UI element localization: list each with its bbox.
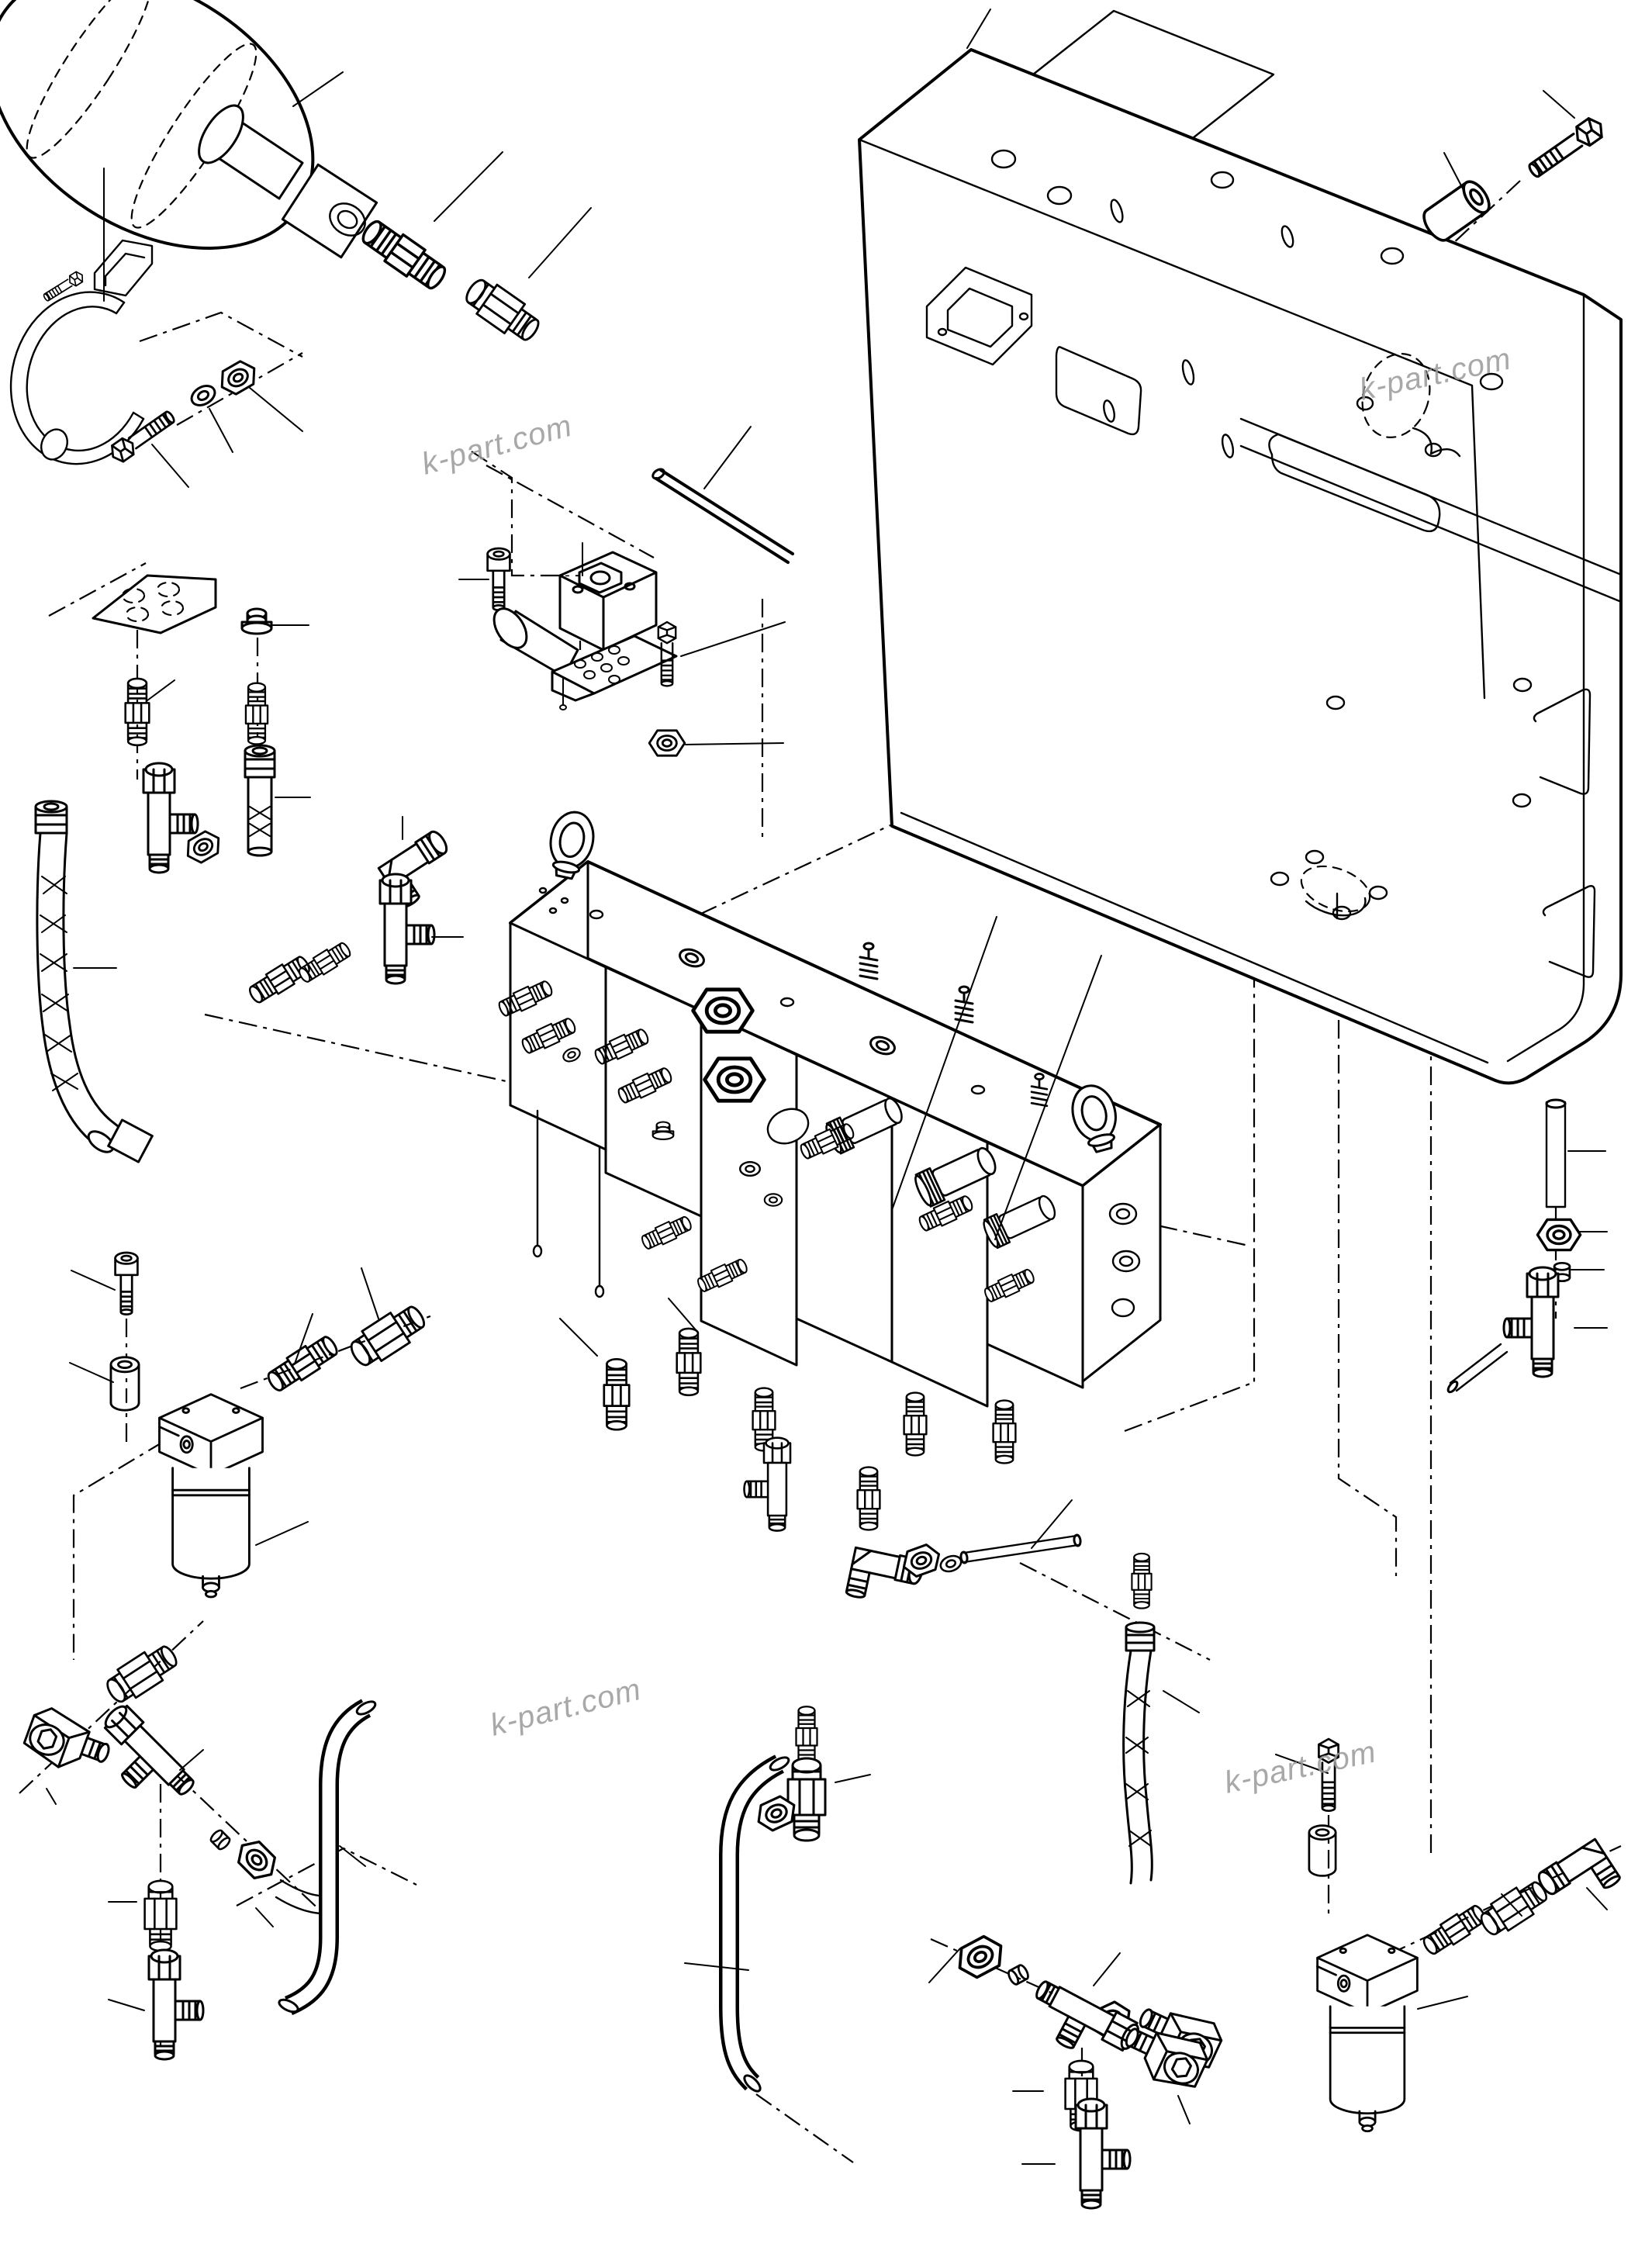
nipple-fitting <box>676 1327 702 1397</box>
watermark: k-part.com <box>1222 1734 1380 1799</box>
mounting-bracket <box>858 9 1623 1085</box>
swivel-nut <box>950 1930 1011 1984</box>
nipple-fitting <box>1131 1552 1153 1609</box>
hex-bolt <box>1524 113 1609 183</box>
spacer-sleeve <box>109 1356 140 1412</box>
blind-plug <box>766 1108 810 1145</box>
return-filter <box>1316 1934 1419 2133</box>
nipple-fitting <box>992 1399 1017 1464</box>
bracket-shelf-slot <box>1268 433 1441 533</box>
bracket-u-tab <box>925 266 1033 366</box>
spacer-sleeve <box>1308 1824 1337 1877</box>
tee-fitting <box>1074 2097 1132 2210</box>
compression-ferrule <box>208 1827 233 1852</box>
accumulator-assembly <box>0 0 378 259</box>
cap-nut <box>693 990 753 1032</box>
cap-nut <box>705 1059 765 1101</box>
plug-cap <box>240 607 273 635</box>
leader-lines <box>46 9 1608 2165</box>
bracket-square-hole <box>1055 346 1142 436</box>
watermark: k-part.com <box>487 1672 645 1743</box>
bracket-silhouette <box>858 48 1623 1085</box>
swivel-nut <box>230 1834 283 1886</box>
pilot-valve-block <box>492 551 678 710</box>
tee-fitting <box>743 1436 792 1532</box>
accumulator-shell <box>0 0 315 250</box>
hose-with-swivel <box>244 744 276 857</box>
clamp-saddle-bracket <box>93 239 154 297</box>
spring-stud <box>859 942 879 980</box>
hex-nut <box>1536 1218 1582 1252</box>
union-fitting <box>344 1298 432 1373</box>
nipple-fitting <box>795 1706 818 1767</box>
elbow-fitting <box>1534 1837 1623 1919</box>
adapter-fitting <box>856 1466 881 1531</box>
tee-fitting <box>1502 1266 1560 1378</box>
washer <box>739 1160 761 1177</box>
straight-adapter <box>356 214 451 296</box>
union-fitting <box>143 1879 178 1952</box>
steel-tube-stub <box>1446 1343 1509 1394</box>
socket-head-bolt <box>486 547 511 612</box>
reducer-fitting <box>459 272 546 348</box>
union-fitting <box>100 1638 184 1709</box>
tee-fitting <box>378 873 436 985</box>
accumulator-port-block <box>281 163 378 259</box>
braided-hose-right <box>1122 1552 1156 1885</box>
valve-manifold <box>496 807 1162 1408</box>
clamp-pin <box>40 428 68 461</box>
nipple-fitting <box>1419 1900 1490 1959</box>
tee-fitting <box>147 1948 205 2061</box>
port-plate <box>92 574 217 634</box>
socket-head-bolt <box>114 1251 139 1316</box>
hex-nut <box>898 1540 945 1581</box>
steel-tube-short <box>959 1533 1082 1564</box>
hex-nut <box>648 729 686 757</box>
washer <box>187 380 219 411</box>
nipple-fitting <box>903 1391 928 1457</box>
nipple-fitting <box>603 1357 631 1431</box>
pipe-clamp-assembly <box>9 239 154 465</box>
steel-tube-vertical <box>1545 1098 1567 1208</box>
union-fitting <box>786 1757 827 1842</box>
steel-rod <box>651 468 794 564</box>
return-filter <box>158 1393 264 1599</box>
braided-hose-left <box>34 800 154 1163</box>
plug-cap <box>651 1121 675 1140</box>
washer <box>763 1193 783 1207</box>
bent-pipe-2 <box>719 1754 790 2093</box>
washer <box>937 1552 965 1575</box>
nipple-fitting <box>638 1212 695 1253</box>
bent-pipe-1 <box>278 1699 377 2016</box>
